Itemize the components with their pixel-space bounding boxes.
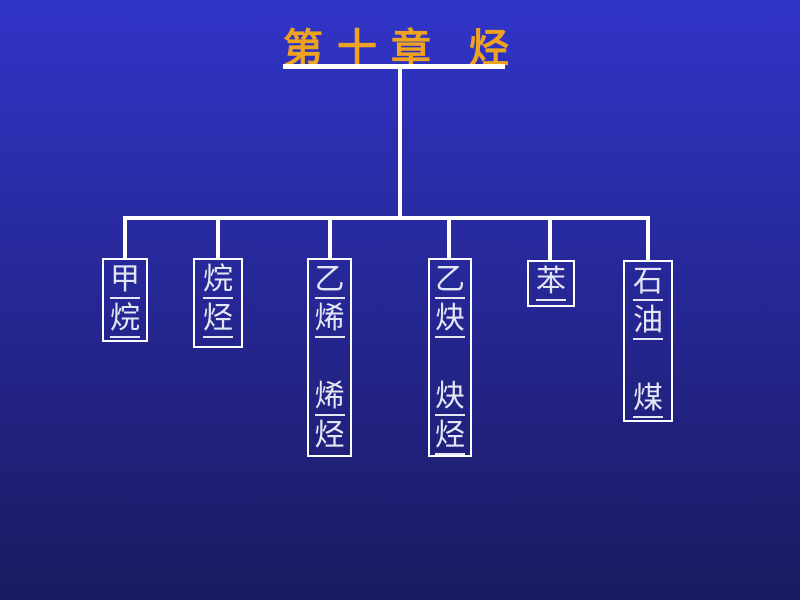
node-line: 烃 — [195, 301, 241, 340]
connector-stub-petroleum-coal — [646, 218, 650, 260]
connector-branch-bar — [123, 216, 650, 220]
node-char: 炔 — [435, 301, 465, 338]
node-line-gap — [625, 342, 671, 381]
node-char: 烷 — [203, 262, 233, 299]
node-line: 炔 — [430, 301, 470, 340]
node-line: 烷 — [195, 262, 241, 301]
node-alkanes[interactable]: 烷 烃 — [193, 258, 243, 348]
node-line: 油 — [625, 303, 671, 342]
node-char: 甲 — [110, 262, 140, 299]
node-char: 烃 — [435, 418, 465, 455]
node-char: 石 — [633, 264, 663, 301]
node-char: 苯 — [536, 264, 566, 301]
node-char: 乙 — [314, 262, 345, 299]
connector-stub-acetylene-alkynes — [447, 218, 451, 260]
node-petroleum-coal[interactable]: 石 油 煤 — [623, 260, 673, 422]
node-line: 石 — [625, 264, 671, 303]
node-char: 乙 — [435, 262, 465, 299]
node-line: 煤 — [625, 381, 671, 420]
node-line: 烯 — [309, 301, 350, 340]
node-acetylene-alkynes[interactable]: 乙 炔 炔 烃 — [428, 258, 472, 457]
node-char: 烃 — [203, 301, 233, 338]
node-char: 烷 — [110, 301, 140, 338]
node-line: 乙 — [430, 262, 470, 301]
node-char: 烯 — [314, 301, 345, 338]
node-line: 烃 — [309, 418, 350, 457]
node-methane[interactable]: 甲 烷 — [102, 258, 148, 342]
connector-trunk-line — [398, 67, 402, 218]
node-char: 烯 — [314, 379, 345, 416]
node-char: 煤 — [633, 381, 663, 418]
node-line: 烯 — [309, 379, 350, 418]
node-line: 甲 — [104, 262, 146, 301]
node-ethylene-alkenes[interactable]: 乙 烯 烯 烃 — [307, 258, 352, 457]
node-line: 烷 — [104, 301, 146, 340]
node-char: 油 — [633, 303, 663, 340]
node-char: 炔 — [435, 379, 465, 416]
node-char: 烃 — [314, 418, 345, 453]
node-line-gap — [309, 340, 350, 379]
connector-stub-methane — [123, 218, 127, 260]
connector-stub-alkanes — [216, 218, 220, 260]
node-line-gap — [430, 340, 470, 379]
node-line: 烃 — [430, 418, 470, 457]
node-line: 乙 — [309, 262, 350, 301]
connector-stub-ethylene-alkenes — [328, 218, 332, 260]
node-line: 炔 — [430, 379, 470, 418]
node-line: 苯 — [529, 264, 573, 303]
node-benzene[interactable]: 苯 — [527, 260, 575, 307]
connector-stub-benzene — [548, 218, 552, 260]
title-underline — [283, 64, 505, 69]
